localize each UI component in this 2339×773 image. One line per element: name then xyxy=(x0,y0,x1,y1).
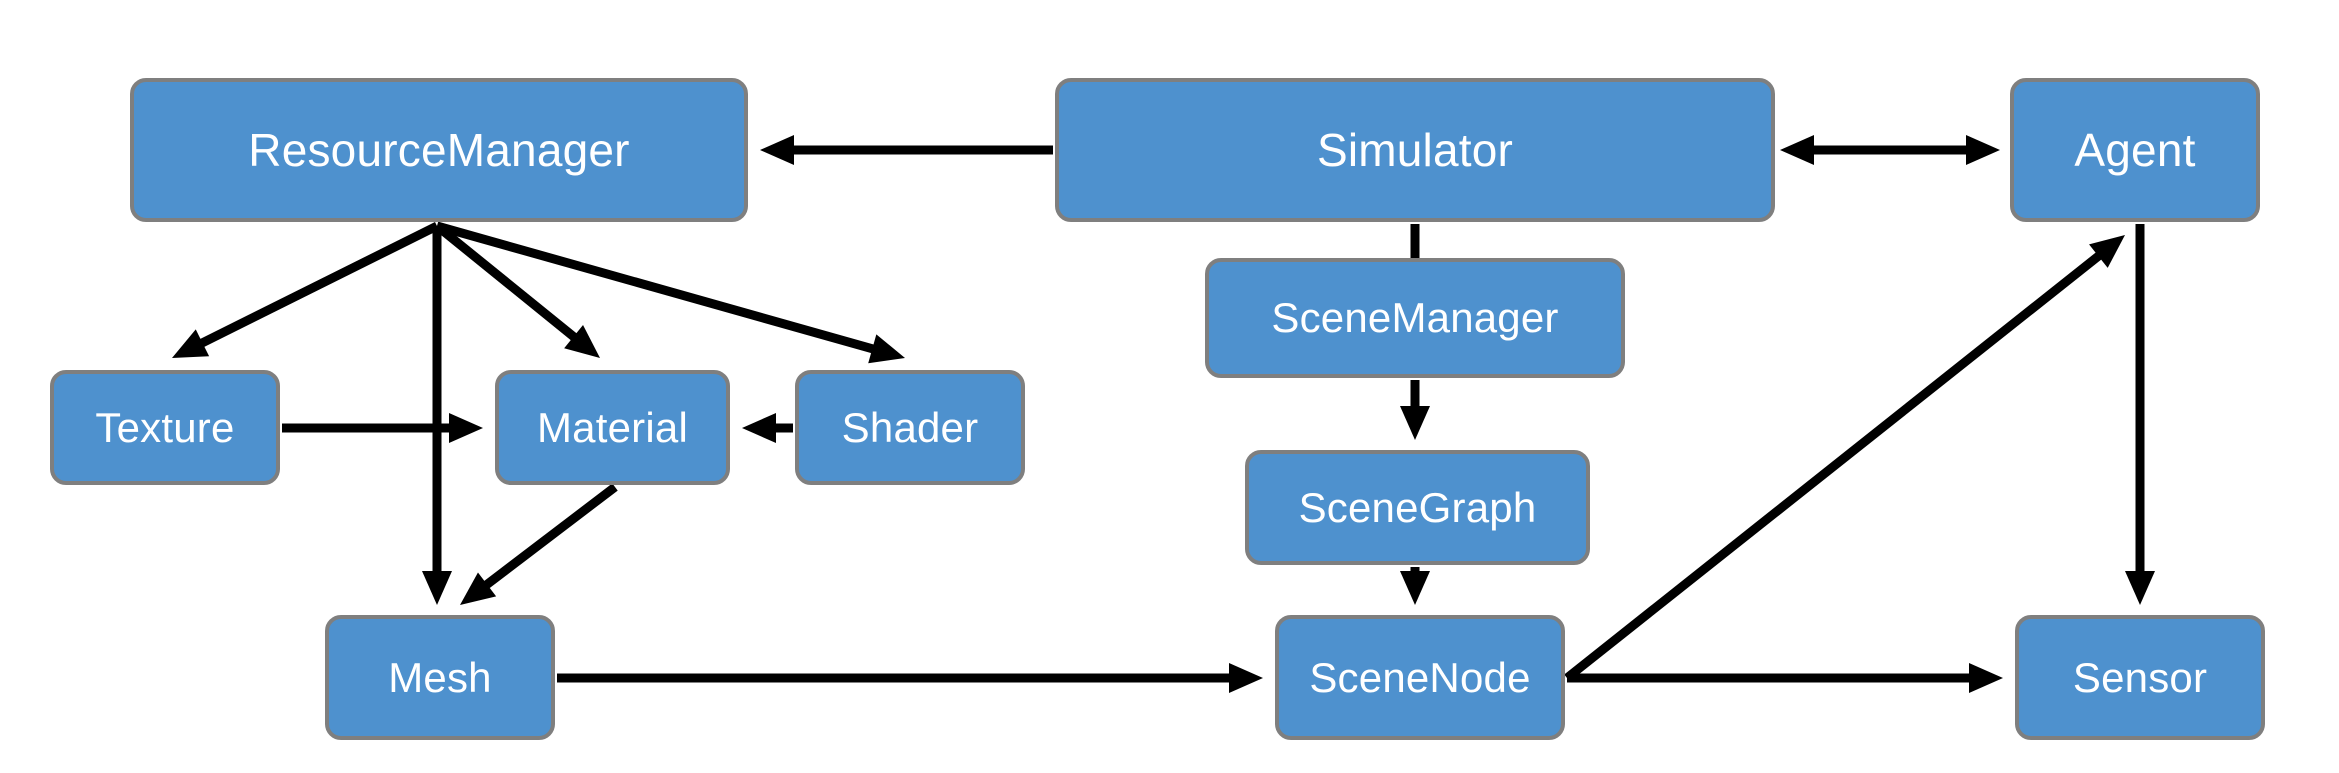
node-shader[interactable]: Shader xyxy=(795,370,1025,485)
node-scenenode[interactable]: SceneNode xyxy=(1275,615,1565,740)
node-scenegraph[interactable]: SceneGraph xyxy=(1245,450,1590,565)
node-mesh[interactable]: Mesh xyxy=(325,615,555,740)
node-label-shader: Shader xyxy=(841,403,979,451)
edge-scenenode-to-agent xyxy=(1564,235,2125,682)
node-label-scenenode: SceneNode xyxy=(1309,653,1531,701)
node-label-texture: Texture xyxy=(95,403,235,451)
edge-agent-to-sensor xyxy=(2125,224,2155,605)
node-sensor[interactable]: Sensor xyxy=(2015,615,2265,740)
node-label-simulator: Simulator xyxy=(1316,124,1514,176)
edge-texture-to-material xyxy=(282,413,483,443)
node-agent[interactable]: Agent xyxy=(2010,78,2260,222)
edge-shader-to-material xyxy=(742,413,793,443)
edge-resourcemanager-to-material xyxy=(434,222,600,358)
node-resourcemanager[interactable]: ResourceManager xyxy=(130,78,748,222)
edge-resourcemanager-to-shader xyxy=(435,221,905,364)
edge-scenegraph-to-scenenode xyxy=(1400,567,1430,605)
edge-simulator-to-agent xyxy=(1780,135,2000,165)
node-label-resourcemanager: ResourceManager xyxy=(248,124,630,176)
node-label-sensor: Sensor xyxy=(2072,653,2208,701)
edge-resourcemanager-to-mesh xyxy=(422,226,452,605)
edge-scenemanager-to-scenegraph xyxy=(1400,380,1430,440)
node-simulator[interactable]: Simulator xyxy=(1055,78,1775,222)
edge-material-to-mesh xyxy=(460,483,618,605)
node-label-material: Material xyxy=(537,403,688,451)
node-label-scenemanager: SceneManager xyxy=(1271,294,1559,341)
edge-resourcemanager-to-texture xyxy=(172,221,440,358)
edge-mesh-to-scenenode xyxy=(557,663,1263,693)
node-label-mesh: Mesh xyxy=(388,653,492,701)
node-label-agent: Agent xyxy=(2074,124,2196,176)
node-texture[interactable]: Texture xyxy=(50,370,280,485)
edge-scenenode-to-sensor xyxy=(1567,663,2003,693)
node-material[interactable]: Material xyxy=(495,370,730,485)
node-label-scenegraph: SceneGraph xyxy=(1298,483,1537,531)
node-scenemanager[interactable]: SceneManager xyxy=(1205,258,1625,378)
edge-simulator-to-resourcemanager xyxy=(760,135,1053,165)
